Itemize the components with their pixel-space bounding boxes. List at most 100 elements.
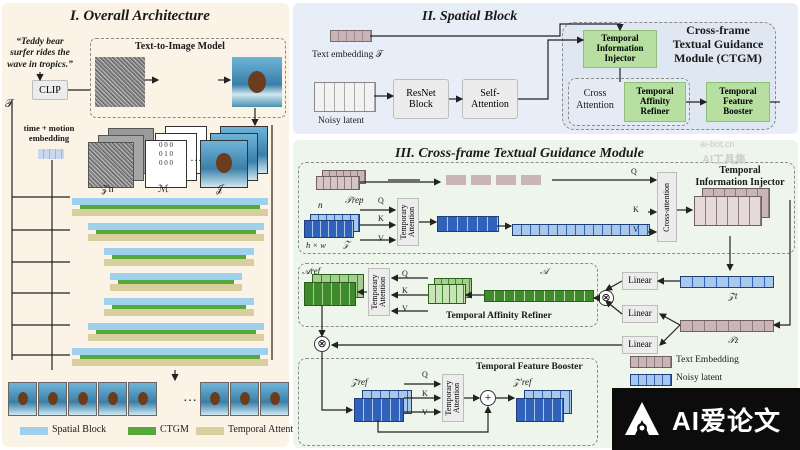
cross-attention-box: Cross-attention [657, 172, 677, 242]
watermark-small: ai-bot.cn [700, 139, 735, 149]
latent-tokens-wide [437, 216, 499, 232]
clip-box: CLIP [32, 80, 68, 100]
panel1-title: I. Overall Architecture [70, 8, 210, 24]
oplus-symbol: + [484, 390, 492, 405]
legend-text-embedding-label: Text Embedding [676, 355, 739, 365]
noisy-latent-label: Noisy latent [318, 116, 365, 126]
legend-temporal-swatch [196, 427, 224, 435]
spatial-block-bar [72, 348, 268, 355]
hxw-label: h × w [306, 240, 326, 250]
watermark-big: AI工具集 [702, 154, 746, 166]
k-label-2: K [633, 205, 639, 214]
t2i-title: Text-to-Image Model [135, 41, 225, 52]
ai-lunwen-logo: AI爱论文 [612, 388, 800, 450]
linear-label-1: Linear [628, 275, 652, 286]
q-label-2: Q [631, 167, 637, 176]
video-frame-thumbnail [98, 382, 127, 416]
video-frame-thumbnail [230, 382, 259, 416]
refiner-label: Temporal Affinity Refiner [636, 86, 674, 116]
linear-label-3: Linear [628, 339, 652, 350]
spatial-block-bar [88, 223, 264, 230]
embedding-label: time + motion embedding [23, 123, 75, 143]
spatial-block-bar [72, 198, 268, 205]
unet-block [88, 321, 264, 345]
refiner-title: Temporal Affinity Refiner [446, 311, 552, 321]
legend-ctgm-label: CTGM [160, 424, 189, 435]
text-embedding-label: Text embedding 𝒯 [312, 50, 383, 60]
zt-label: 𝒵t [728, 291, 738, 301]
otimes-symbol-2: ⊗ [317, 337, 327, 350]
spatial-block-bar [104, 248, 254, 255]
v-label-1: V [378, 234, 384, 243]
ctgm-title: Cross-frame Textual Guidance Module (CTG… [672, 23, 764, 65]
trep-label: 𝒯rep [345, 195, 364, 205]
injector-dashed-region [298, 162, 795, 254]
oplus-circle: + [480, 390, 496, 406]
legend-temporal-label: Temporal Attention [228, 424, 306, 435]
ctgm-bar [80, 355, 260, 359]
zt-tensor [680, 276, 774, 288]
q-label-1: Q [378, 196, 384, 205]
temporal-attention-bar [110, 284, 242, 291]
top-text-tokens [446, 175, 546, 185]
temporal-attention-bar [104, 259, 254, 266]
unet-block [72, 196, 268, 220]
video-frame-thumbnail [128, 382, 157, 416]
temporal-attention-bar [88, 334, 264, 341]
q-label-4: Q [422, 370, 428, 379]
a-ref-label: 𝒜ref [302, 266, 321, 276]
video-frame-thumbnail [8, 382, 37, 416]
linear-box-2: Linear [622, 305, 658, 323]
zref-label: 𝒵ref [351, 377, 368, 387]
panel2-title: II. Spatial Block [422, 9, 518, 24]
video-frame-thumbnail [260, 382, 289, 416]
panel3-title: III. Cross-frame Textual Guidance Module [395, 146, 644, 161]
k-label-4: K [422, 389, 428, 398]
logo-text: AI爱论文 [672, 405, 782, 436]
zref-prime-label: 𝒵′ref [513, 377, 532, 387]
z-label: 𝒵 [343, 239, 350, 249]
unet-block [88, 221, 264, 245]
booster-box: Temporal Feature Booster [706, 82, 770, 122]
teddy-surf-image [232, 57, 282, 107]
v-label-3: V [402, 304, 408, 313]
k-label-1: K [378, 214, 384, 223]
text-symbol-T: 𝒯 [5, 98, 14, 110]
injector-label: Temporal Information Injector [596, 33, 644, 63]
legend-spatial-swatch [20, 427, 48, 435]
booster-title: Temporal Feature Booster [476, 362, 583, 372]
latent-tokens-long [512, 224, 650, 236]
prompt-text: “Teddy bear surfer rides the wave in tro… [7, 37, 73, 70]
a-label: 𝒜 [540, 266, 549, 276]
temporal-attention-box-1: Temporary Attention [397, 198, 419, 246]
temporal-attention-box-3: Temporary Attention [442, 374, 464, 422]
unet-block [104, 296, 254, 320]
video-frame-thumbnail [68, 382, 97, 416]
zn-symbol: 𝒵n [101, 184, 114, 195]
self-attention-label: Self-Attention [471, 88, 509, 110]
spatial-block-bar [88, 323, 264, 330]
ctgm-bar [112, 255, 246, 259]
text-to-image-model-box [90, 38, 286, 118]
spatial-block-bar [104, 298, 254, 305]
legend-noisy-label: Noisy latent [676, 373, 723, 383]
resnet-block-box: ResNet Block [393, 79, 449, 119]
embedding-vector [38, 149, 64, 159]
i-symbol: 𝒥 [216, 184, 223, 195]
otimes-symbol-1: ⊗ [601, 291, 611, 304]
temporal-attention-box-2: Temporary Attention [368, 268, 390, 316]
cross-attention-label: Cross Attention [576, 88, 614, 111]
video-frame-thumbnail [200, 382, 229, 416]
noisy-latent-tensor [314, 82, 376, 112]
linear-label-2: Linear [628, 308, 652, 319]
ctgm-bar [112, 305, 246, 309]
spatial-block-bar [110, 273, 242, 280]
clip-label: CLIP [39, 84, 61, 96]
temporal-attention-bar [72, 359, 268, 366]
booster-dashed-region [298, 358, 598, 446]
temporal-attention-bar [72, 209, 268, 216]
ctgm-bar [118, 280, 234, 284]
legend-spatial-label: Spatial Block [52, 424, 107, 435]
temporal-attention-bar [104, 309, 254, 316]
